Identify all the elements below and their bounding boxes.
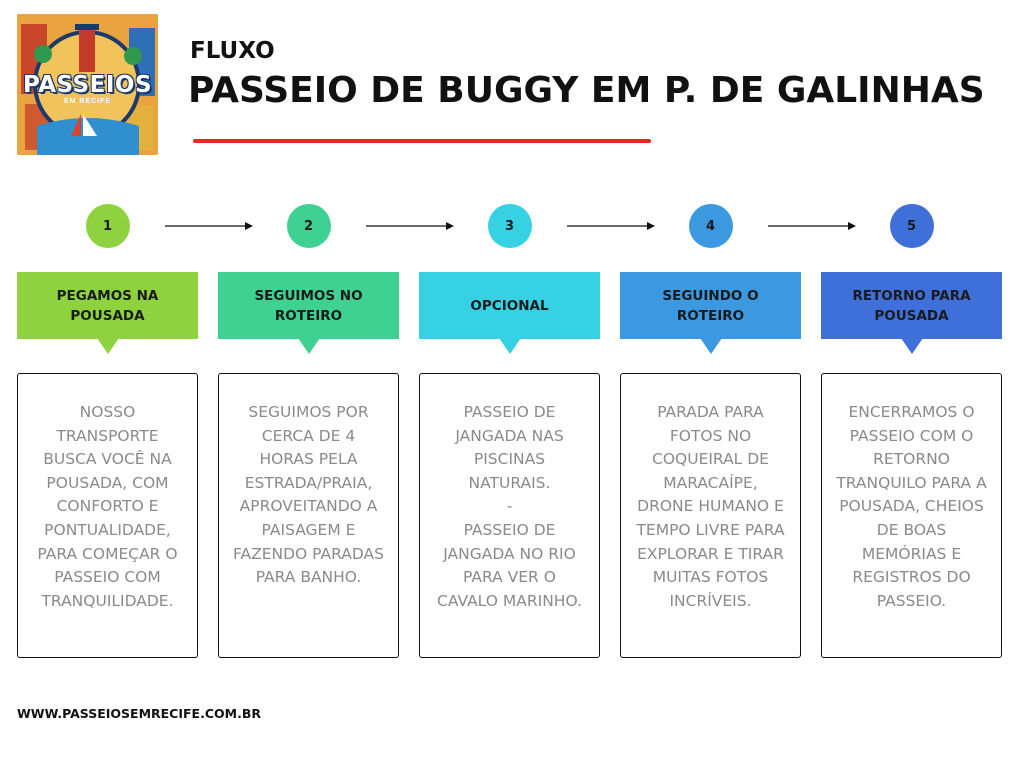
step-description: PASSEIO DE JANGADA NAS PISCINAS NATURAIS… <box>419 373 600 658</box>
step-heading-pointer <box>699 338 722 354</box>
flow-arrow-icon <box>165 222 253 230</box>
step-number-circle: 1 <box>85 204 130 248</box>
step-number-circle: 5 <box>889 204 934 248</box>
page-kicker: FLUXO <box>190 38 275 64</box>
flow-arrow-icon <box>366 222 454 230</box>
flow-arrow-icon <box>768 222 856 230</box>
footer-website: WWW.PASSEIOSEMRECIFE.COM.BR <box>17 706 261 721</box>
step-heading: SEGUINDO O ROTEIRO <box>620 272 801 339</box>
step-description: PARADA PARA FOTOS NO COQUEIRAL DE MARACA… <box>620 373 801 658</box>
page-title: PASSEIO DE BUGGY EM P. DE GALINHAS <box>188 70 985 111</box>
step-heading: RETORNO PARA POUSADA <box>821 272 1002 339</box>
logo-wordmark: PASSEIOS <box>22 72 153 98</box>
step-number-circle: 2 <box>286 204 331 248</box>
step-heading: OPCIONAL <box>419 272 600 339</box>
step-number-circle: 4 <box>688 204 733 248</box>
logo-subtext: EM RECIFE <box>63 98 112 105</box>
step-heading-pointer <box>96 338 119 354</box>
flow-arrow-icon <box>567 222 655 230</box>
step-heading-pointer <box>498 338 521 354</box>
step-heading: SEGUIMOS NO ROTEIRO <box>218 272 399 339</box>
brand-logo: PASSEIOS EM RECIFE <box>17 14 158 155</box>
step-heading-pointer <box>297 338 320 354</box>
step-description: SEGUIMOS POR CERCA DE 4 HORAS PELA ESTRA… <box>218 373 399 658</box>
step-heading-pointer <box>900 338 923 354</box>
title-underline <box>193 139 651 143</box>
step-number-circle: 3 <box>487 204 532 248</box>
logo-illustration-icon <box>17 14 158 155</box>
step-description: ENCERRAMOS O PASSEIO COM O RETORNO TRANQ… <box>821 373 1002 658</box>
step-heading: PEGAMOS NA POUSADA <box>17 272 198 339</box>
step-description: NOSSO TRANSPORTE BUSCA VOCÊ NA POUSADA, … <box>17 373 198 658</box>
